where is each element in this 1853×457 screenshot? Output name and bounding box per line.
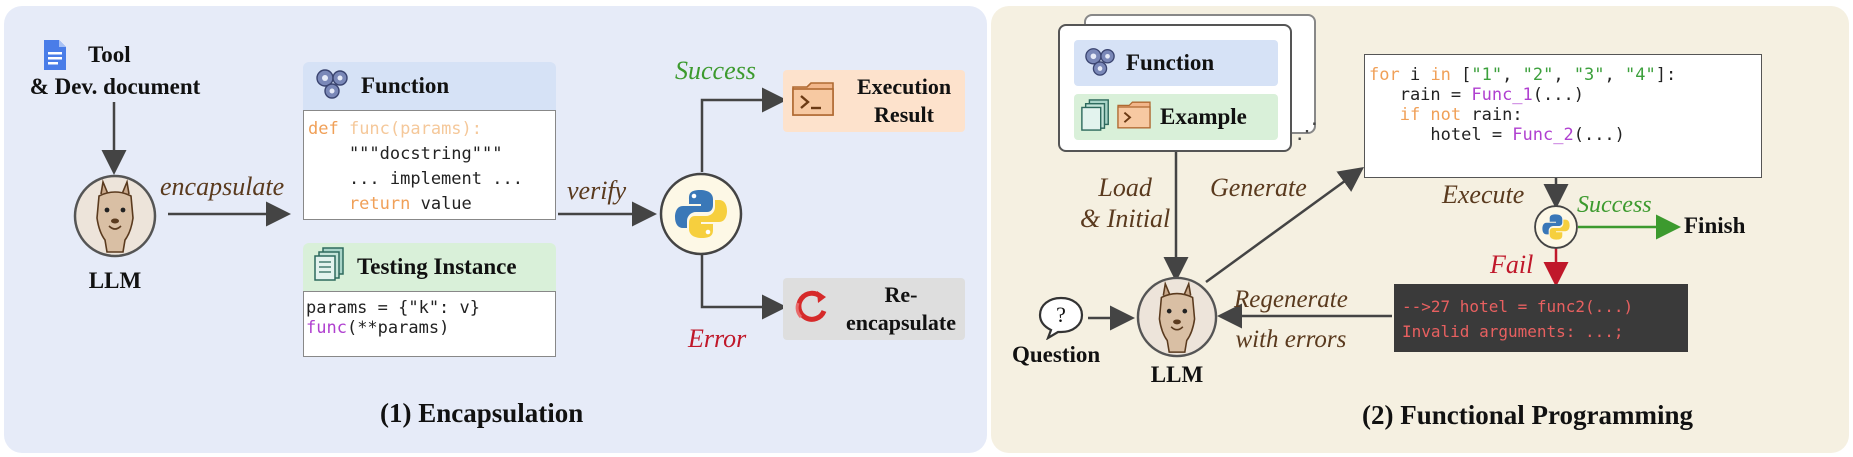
generate-label: Generate: [1210, 173, 1307, 202]
svg-text:?: ?: [1056, 302, 1066, 327]
dev-document-label: & Dev. document: [29, 74, 201, 99]
initial-label: & Initial: [1080, 204, 1171, 233]
python-icon: [1534, 205, 1578, 254]
testing-code-line-2: func(**params): [306, 318, 450, 338]
encapsulation-title: (1) Encapsulation: [380, 398, 584, 428]
pages-icon: [1080, 98, 1112, 137]
function-code-line-2: """docstring""": [308, 144, 503, 164]
function-header: Function: [303, 62, 556, 110]
encapsulate-label: encapsulate: [160, 172, 285, 201]
finish-label: Finish: [1684, 213, 1746, 238]
llama-icon: [1136, 276, 1218, 363]
code-line-3: if not rain:: [1399, 105, 1523, 125]
function-code-line-3: ... implement ...: [308, 169, 523, 189]
question-label: Question: [1012, 342, 1101, 367]
code-line-4: hotel = Func_2(...): [1369, 125, 1625, 145]
execute-label: Execute: [1442, 180, 1525, 209]
more-dots: ⋰: [1296, 118, 1318, 143]
with-errors-label: with errors: [1235, 326, 1347, 353]
success-label-right: Success: [1577, 192, 1652, 218]
function-header-label: Function: [361, 73, 450, 98]
gears-icon: [1082, 45, 1118, 82]
function-code-line-4: return value: [308, 194, 472, 214]
terminal-icon: [791, 79, 835, 124]
document-icon: [42, 38, 68, 77]
refresh-icon: [791, 287, 831, 332]
question-bubble-icon: ?: [1036, 294, 1086, 345]
fp-function-chip: Function: [1074, 40, 1278, 86]
function-code-line-1: def func(params):: [308, 119, 483, 139]
verify-label: verify: [567, 176, 627, 205]
success-label-left: Success: [675, 56, 756, 85]
testing-code-box: params = {"k": v} func(**params): [303, 291, 556, 357]
error-output-box: -->27 hotel = func2(...) Invalid argumen…: [1394, 284, 1688, 352]
llm-label-right: LLM: [1150, 362, 1204, 387]
load-label: Load: [1098, 173, 1152, 202]
encapsulate-box-label: encapsulate: [846, 310, 956, 335]
tool-label: Tool: [88, 42, 131, 67]
tool-card: Function Example: [1058, 24, 1292, 152]
execution-result-box: Execution Result: [783, 70, 965, 132]
reencapsulate-box: Re- encapsulate: [783, 278, 965, 340]
functional-programming-title: (2) Functional Programming: [1362, 400, 1693, 430]
terminal-icon: [1116, 99, 1152, 136]
function-code: def func(params): """docstring""" ... im…: [308, 117, 555, 217]
python-icon: [659, 172, 743, 261]
pages-icon: [313, 246, 347, 288]
error-line-2: Invalid arguments: ...;: [1402, 322, 1624, 341]
code-line-1: for i in ["1", "2", "3", "4"]:: [1369, 65, 1677, 85]
fail-label: Fail: [1490, 250, 1534, 279]
result-label: Result: [874, 102, 934, 127]
fp-function-label: Function: [1126, 50, 1215, 75]
re-label: Re-: [884, 282, 918, 307]
generated-code-box: for i in ["1", "2", "3", "4"]: rain = Fu…: [1364, 54, 1762, 178]
fp-example-chip: Example: [1074, 94, 1278, 140]
execution-label: Execution: [856, 74, 952, 99]
llama-icon: [73, 174, 157, 263]
testing-header-label: Testing Instance: [357, 254, 517, 279]
fp-example-label: Example: [1160, 104, 1247, 129]
llm-label-left: LLM: [88, 268, 142, 293]
testing-header: Testing Instance: [303, 243, 556, 291]
function-code-box: def func(params): """docstring""" ... im…: [303, 110, 556, 220]
error-label-left: Error: [688, 324, 747, 353]
error-line-1: -->27 hotel = func2(...): [1402, 297, 1634, 316]
testing-code-line-1: params = {"k": v}: [306, 298, 480, 318]
regenerate-label: Regenerate: [1234, 286, 1348, 313]
code-line-2: rain = Func_1(...): [1369, 85, 1584, 105]
gears-icon: [313, 66, 351, 106]
